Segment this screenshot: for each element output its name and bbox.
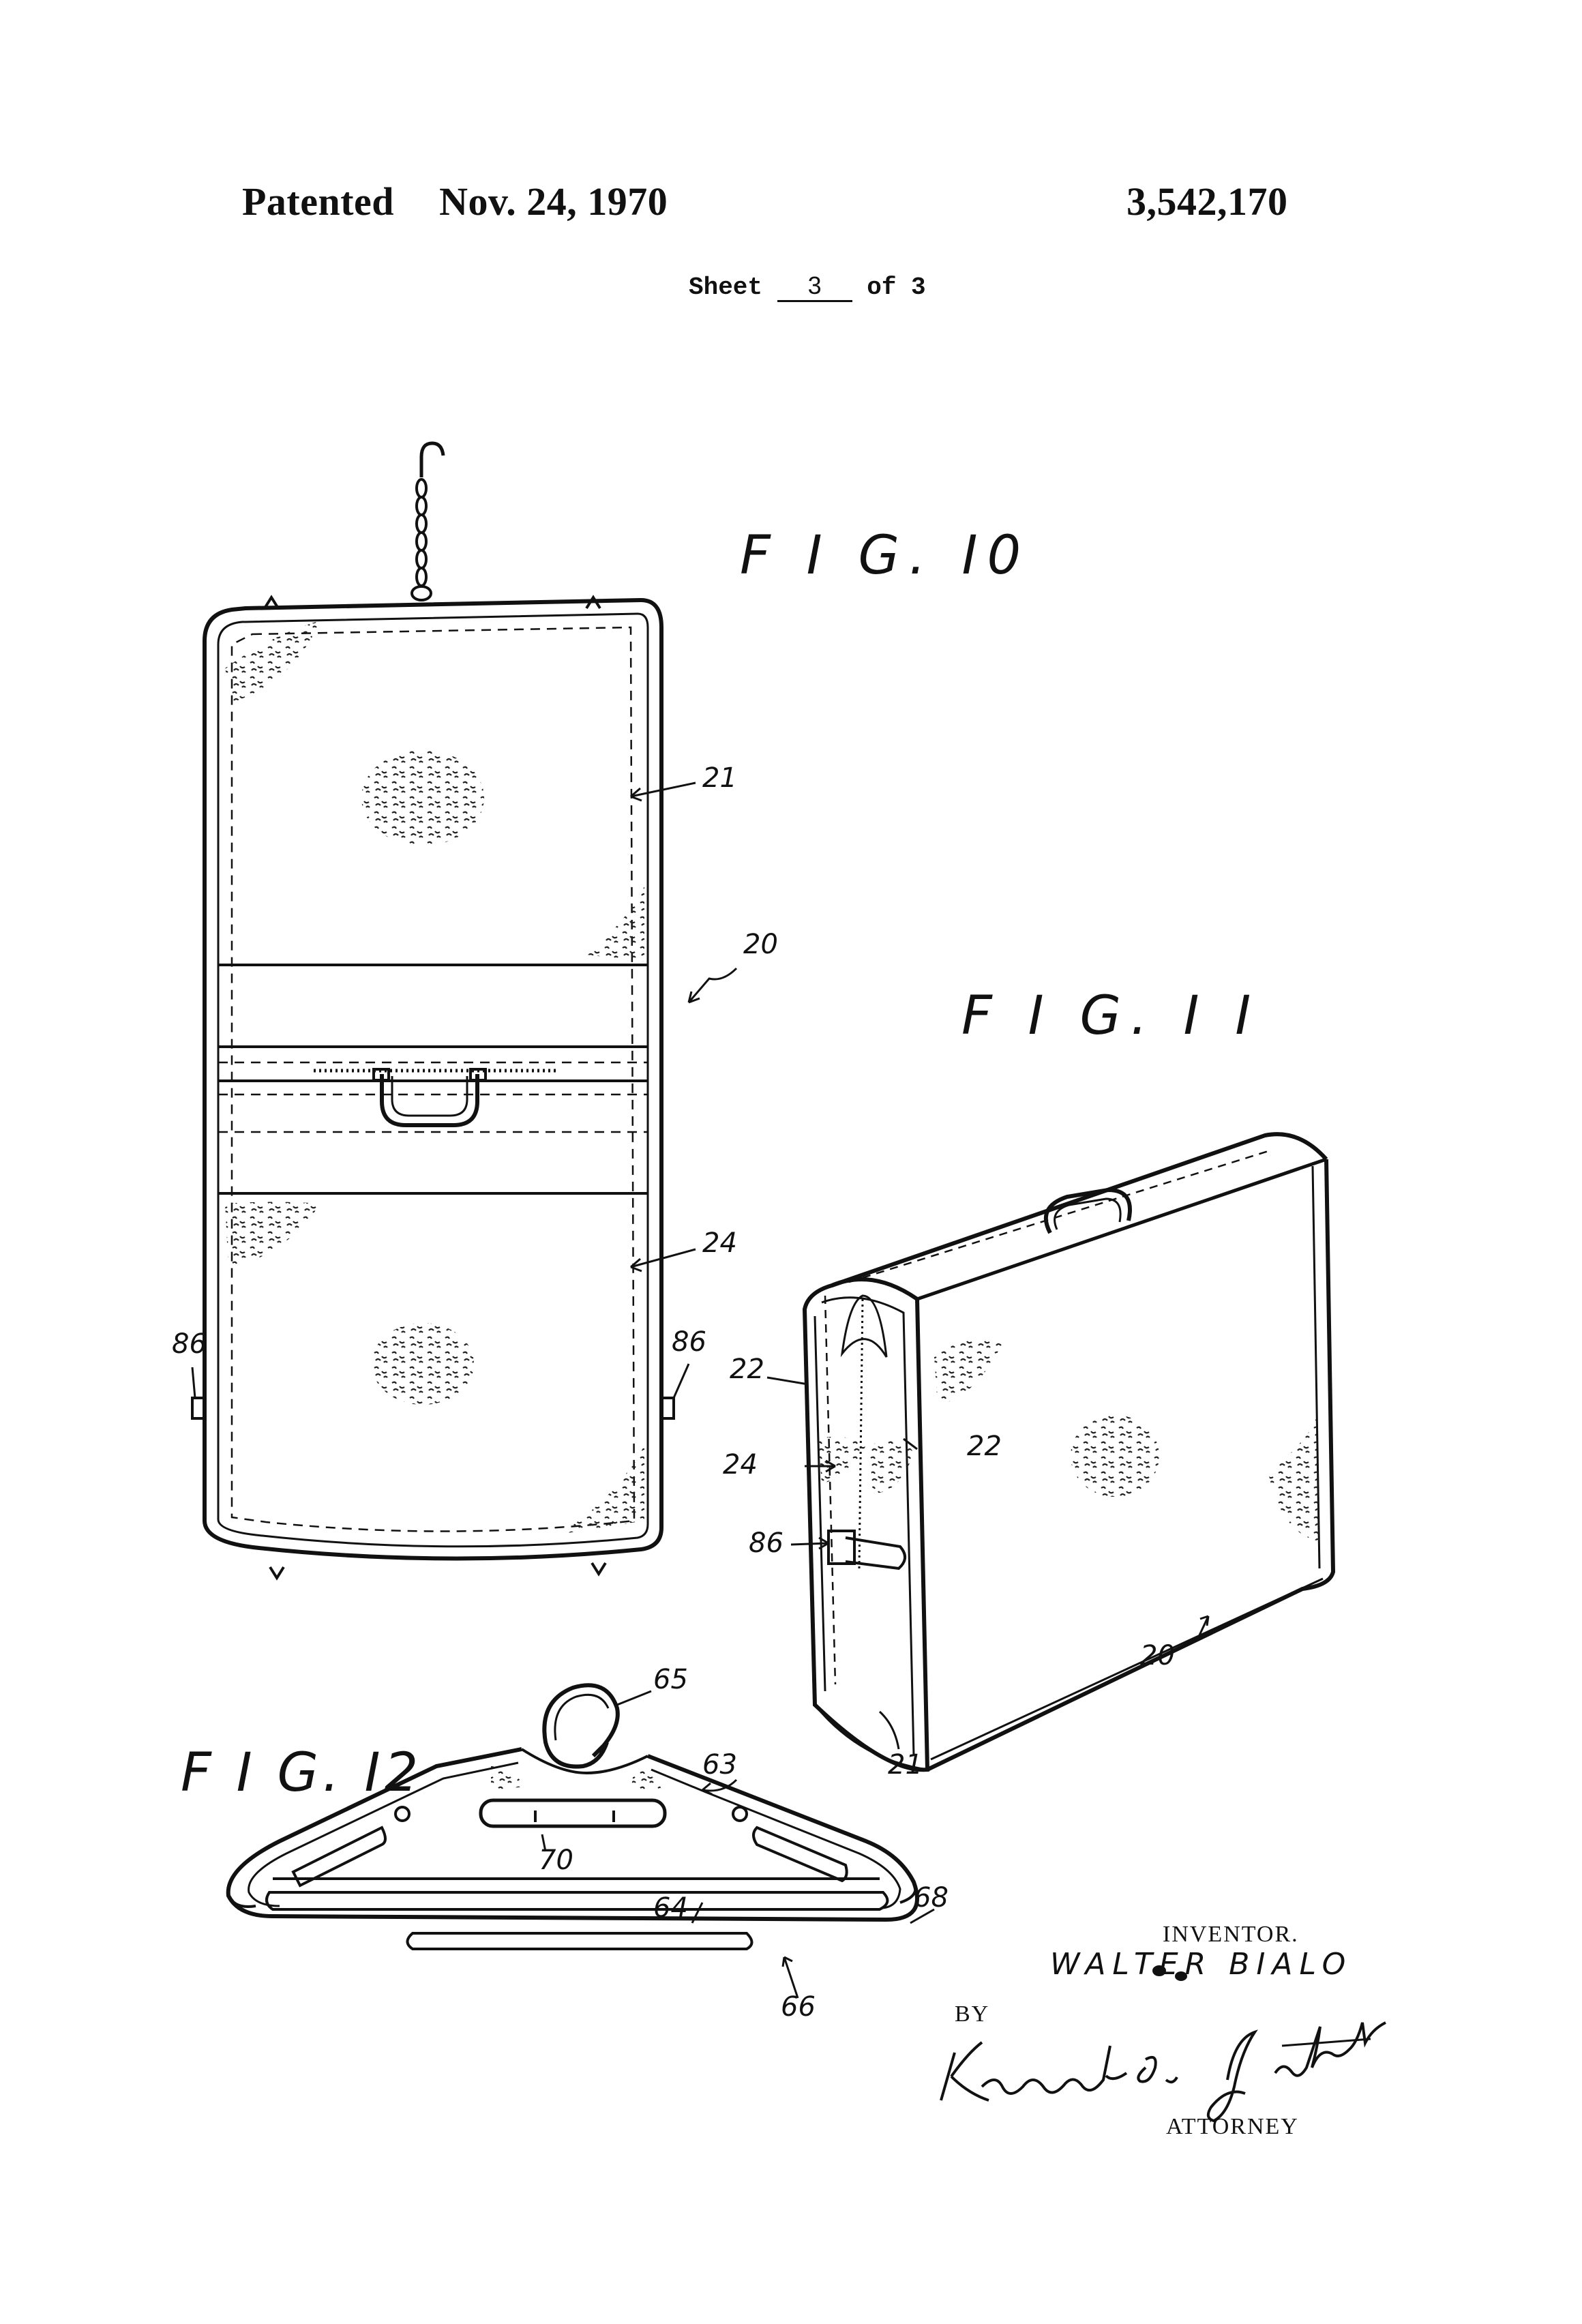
ref-fig10-86-left: 86 [172,1328,207,1360]
ref-fig12-65: 65 [653,1664,688,1695]
fig12-drawing [228,1685,934,1998]
ref-fig10-24: 24 [702,1227,737,1259]
ref-fig10-20: 20 [743,929,778,960]
hanger-chain [412,479,431,600]
ref-fig11-20: 20 [1140,1640,1175,1671]
ref-fig11-24: 24 [723,1449,758,1480]
fig10-leaders [192,783,736,1398]
bag-outer-outline [205,600,661,1559]
hanger-hook [421,443,443,477]
by-label: BY [955,2001,989,2027]
ref-fig12-63: 63 [702,1749,737,1781]
ref-fig10-86-right: 86 [672,1326,706,1358]
ref-fig12-64: 64 [653,1892,688,1924]
attorney-signature [941,1967,1386,2121]
inventor-label: INVENTOR. [1163,1922,1299,1948]
ref-fig12-68: 68 [914,1882,949,1913]
ref-fig11-86: 86 [749,1528,783,1559]
attorney-label: ATTORNEY [1166,2114,1299,2140]
fig11-drawing [767,1134,1333,1770]
hanger-bottom-bar [408,1933,752,1949]
ref-fig12-66: 66 [781,1991,816,2023]
ref-fig12-70: 70 [539,1845,573,1876]
ref-fig11-22-right: 22 [967,1431,1002,1462]
fig10-drawing [192,443,736,1578]
ref-fig11-21: 21 [888,1749,923,1781]
ref-fig11-22-left: 22 [730,1354,764,1385]
ref-fig10-21: 21 [702,762,737,794]
inventor-name: WALTER BIALO [1050,1947,1352,1982]
